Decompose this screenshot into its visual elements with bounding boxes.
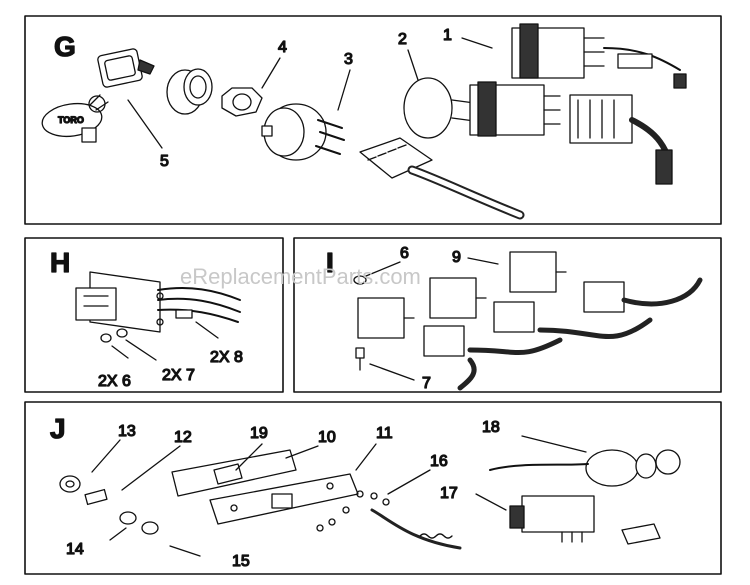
rectifier-module <box>75 271 241 333</box>
callout-j-17: 17 <box>440 485 458 502</box>
leader-j-15 <box>169 545 201 557</box>
leader-g-1 <box>461 37 493 49</box>
panel-h: H 2X 6 2X 7 2X 8 <box>24 237 284 393</box>
relay-hardware <box>353 275 367 371</box>
light-lens-bar <box>171 449 297 497</box>
callout-j-16: 16 <box>430 453 448 470</box>
callout-h-8: 2X 8 <box>210 349 243 366</box>
rectifier-screws <box>100 309 193 343</box>
watermark: eReplacementParts.com <box>180 264 421 289</box>
callout-j-11: 11 <box>376 425 393 442</box>
callout-j-18: 18 <box>482 419 500 436</box>
leader-j-13 <box>91 439 121 473</box>
leader-h-7 <box>125 339 157 361</box>
callout-i-9: 9 <box>452 249 461 266</box>
callout-g-5: 5 <box>160 153 169 170</box>
relay-sockets-harness <box>423 277 703 391</box>
rocker-switches-part-1 <box>469 23 687 185</box>
mounting-bracket <box>209 473 359 525</box>
leader-j-19 <box>235 443 263 471</box>
panel-i-label: I <box>326 247 334 278</box>
leader-g-4 <box>261 57 281 89</box>
leader-j-17 <box>475 493 507 511</box>
callout-i-7: 7 <box>422 375 431 392</box>
key-brand-label: TORO <box>58 115 84 125</box>
callout-g-2: 2 <box>398 31 407 48</box>
panel-j: J <box>24 401 722 575</box>
leader-g-2 <box>407 49 419 81</box>
ignition-switch-part-3 <box>261 103 345 161</box>
panel-g: G TORO <box>24 15 722 225</box>
callout-g-4: 4 <box>278 39 287 56</box>
bezel-ring <box>166 68 213 115</box>
leader-h-6 <box>111 345 129 359</box>
callout-i-6: 6 <box>400 245 409 262</box>
leader-j-18 <box>521 435 587 453</box>
panel-i: I 6 7 9 <box>293 237 722 393</box>
panel-g-frame <box>24 15 722 225</box>
callout-j-10: 10 <box>318 429 336 446</box>
relays-part-9 <box>357 251 567 339</box>
panel-j-label: J <box>50 413 66 444</box>
washers-bolt <box>59 475 159 535</box>
callout-j-14: 14 <box>66 541 84 558</box>
voltage-regulator-part-17 <box>509 495 661 545</box>
horn-part-18 <box>489 449 681 487</box>
callout-j-15: 15 <box>232 553 250 570</box>
panel-j-frame <box>24 401 722 575</box>
leader-i-9 <box>467 257 499 265</box>
callout-j-13: 13 <box>118 423 136 440</box>
nut-part-4 <box>221 87 263 117</box>
callout-j-12: 12 <box>174 429 192 446</box>
meter-part-2 <box>403 77 483 139</box>
leader-i-6 <box>365 261 401 277</box>
leader-g-3 <box>337 69 351 111</box>
ignition-harness-connector <box>359 137 525 220</box>
callout-g-3: 3 <box>344 51 353 68</box>
callout-h-7: 2X 7 <box>162 367 195 384</box>
leader-j-11 <box>355 443 377 471</box>
leader-i-7 <box>369 363 415 381</box>
callout-j-19: 19 <box>250 425 268 442</box>
leader-j-14 <box>109 527 127 541</box>
leader-j-10 <box>285 445 319 459</box>
panel-h-label: H <box>50 247 70 278</box>
panel-g-label: G <box>54 31 76 62</box>
leader-h-8 <box>195 321 219 339</box>
callout-h-6: 2X 6 <box>98 373 131 390</box>
key-switch-part-5: TORO <box>41 48 155 143</box>
bulbs-harness-part-16 <box>316 490 462 550</box>
leader-j-16 <box>387 469 431 495</box>
panel-h-frame <box>24 237 284 393</box>
callout-g-1: 1 <box>443 27 452 44</box>
leader-j-12 <box>121 445 181 491</box>
panel-i-frame <box>293 237 722 393</box>
leader-g-5 <box>127 99 163 149</box>
